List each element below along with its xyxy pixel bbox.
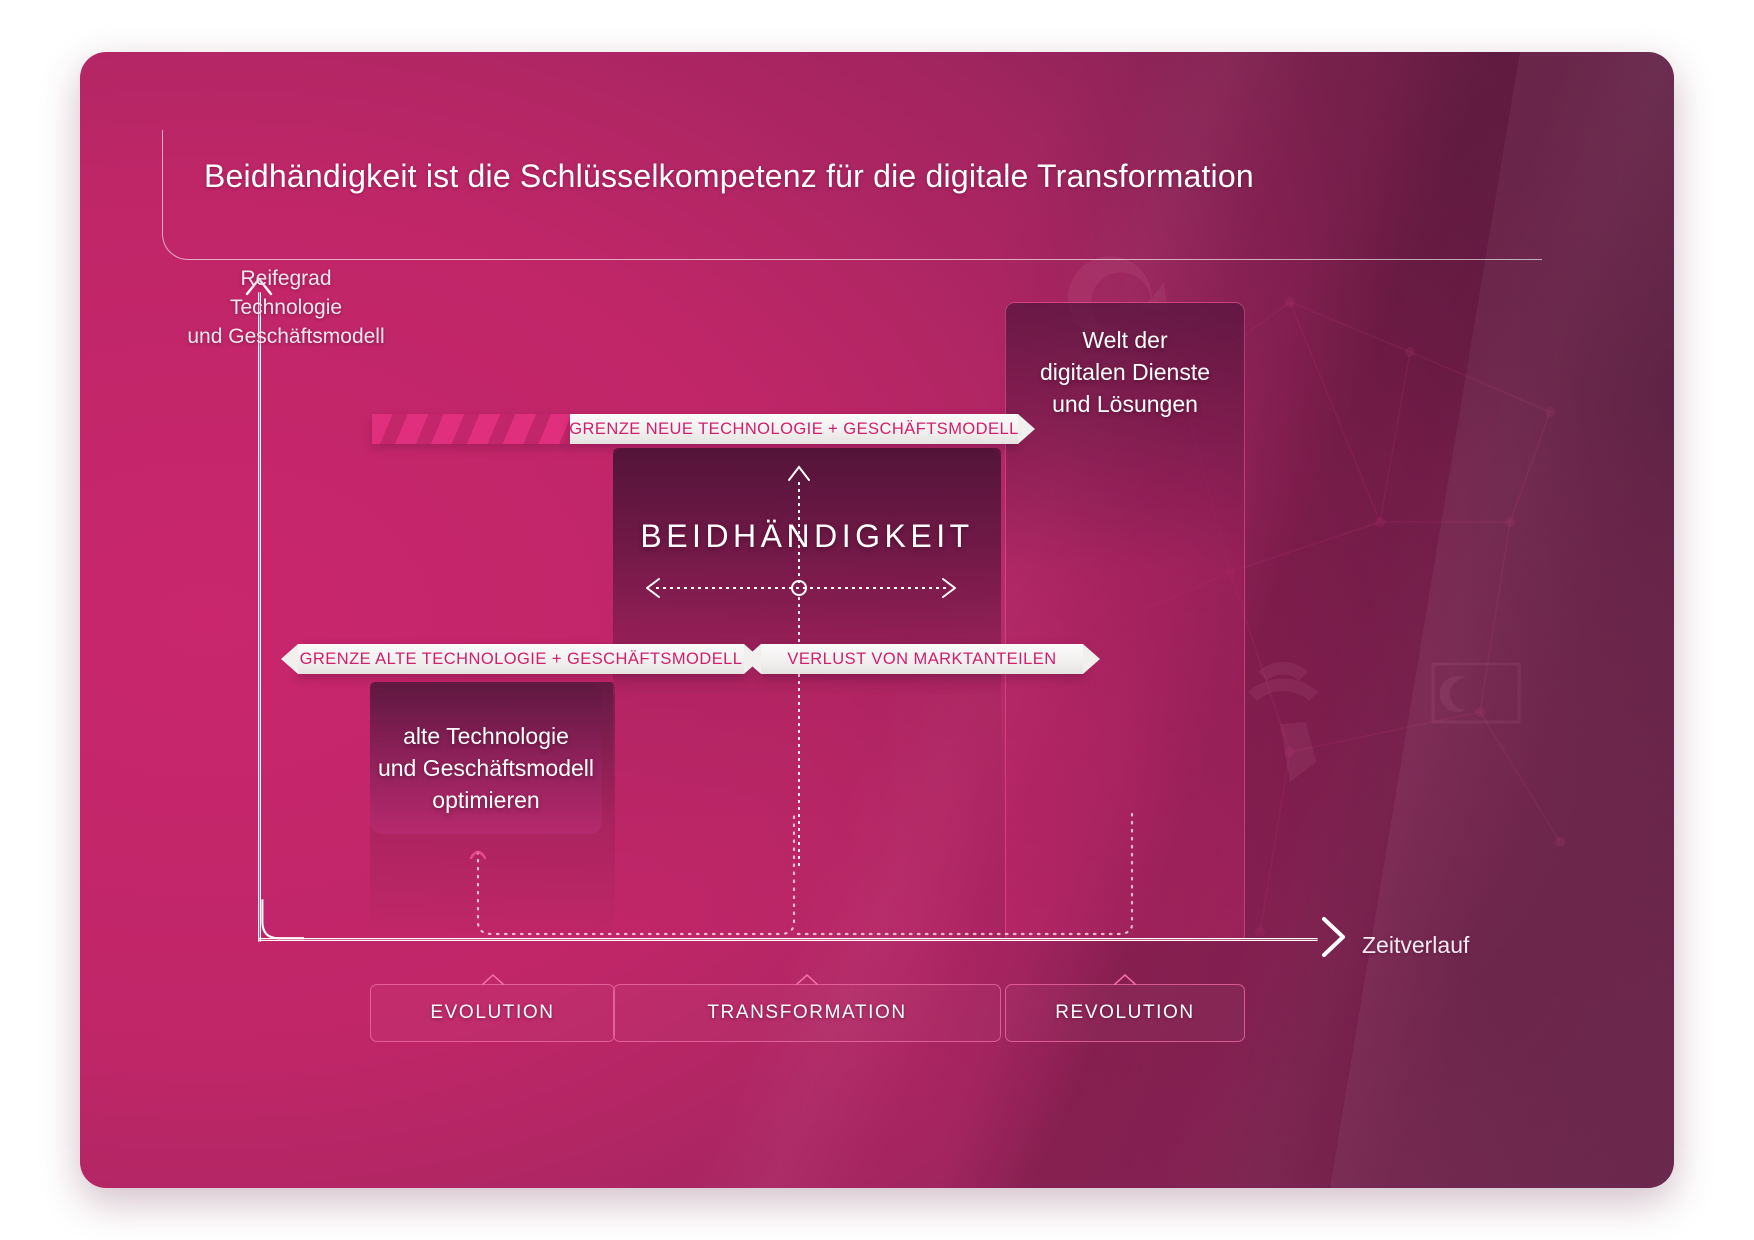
- banner-old-technology-boundary-label: GRENZE ALTE TECHNOLOGIE + GESCHÄFTSMODEL…: [299, 649, 743, 668]
- title-block: Beidhändigkeit ist die Schlüsselkompeten…: [162, 130, 1542, 260]
- x-axis-line: [258, 938, 1318, 941]
- old-technology-line-1: alte Technologie: [403, 723, 569, 749]
- banner-old-technology-boundary: GRENZE ALTE TECHNOLOGIE + GESCHÄFTSMODEL…: [281, 644, 761, 674]
- digital-world-line-3: und Lösungen: [1052, 391, 1198, 417]
- digital-world-line-2: digitalen Dienste: [1039, 359, 1211, 385]
- chip-notch-icon: [1114, 974, 1136, 985]
- phase-chip-transformation[interactable]: TRANSFORMATION: [613, 974, 1001, 1042]
- y-axis-line: [258, 292, 261, 942]
- phase-chip-transformation-label: TRANSFORMATION: [707, 1002, 907, 1023]
- ambidexterity-vertical-dotted-line-lower: [798, 595, 800, 867]
- arrow-up-icon: [245, 277, 273, 296]
- phase-chip-revolution[interactable]: REVOLUTION: [1005, 974, 1245, 1042]
- banner-arrow-tail: [281, 644, 298, 674]
- phase-connector-dotted-path: [469, 812, 1134, 936]
- old-technology-line-2: und Geschäftsmodell: [377, 755, 595, 781]
- ambidexterity-label: BEIDHÄNDIGKEIT: [640, 518, 974, 554]
- y-axis-label-line-1: Reifegrad: [240, 267, 332, 290]
- ambidexterity-vertical-dotted-line: [798, 480, 800, 584]
- chip-notch-icon: [481, 974, 504, 985]
- arrow-up-small-icon: [788, 465, 810, 481]
- banner-market-share-loss-label: VERLUST VON MARKTANTEILEN: [787, 649, 1057, 668]
- banner-new-technology-boundary-label: GRENZE NEUE TECHNOLOGIE + GESCHÄFTSMODEL…: [569, 419, 1019, 438]
- old-technology-line-3: optimieren: [432, 787, 540, 813]
- title-bracket-rule: [162, 130, 1542, 260]
- banner-arrow-tip: [1083, 644, 1100, 674]
- axis-origin-corner: [261, 899, 304, 940]
- digital-world-box-text: Welt der digitalen Dienste und Lösungen: [1005, 324, 1245, 420]
- banner-arrow-tip: [1018, 414, 1035, 444]
- x-axis-label: Zeitverlauf: [1362, 932, 1470, 958]
- digital-world-line-1: Welt der: [1082, 327, 1168, 353]
- y-axis-label-line-3: und Geschäftsmodell: [187, 325, 385, 348]
- y-axis-label-line-2: Technologie: [229, 296, 343, 319]
- node-circle-icon: [791, 580, 807, 596]
- y-axis-label: Reifegrad Technologie und Geschäftsmodel…: [146, 264, 426, 351]
- hatched-stripes-icon: [372, 414, 570, 444]
- chevron-right-icon: [1322, 917, 1345, 957]
- infographic-card: Beidhändigkeit ist die Schlüsselkompeten…: [80, 52, 1674, 1188]
- banner-market-share-loss: VERLUST VON MARKTANTEILEN: [744, 644, 1100, 674]
- banner-new-technology-boundary: GRENZE NEUE TECHNOLOGIE + GESCHÄFTSMODEL…: [569, 414, 1035, 444]
- phase-chip-evolution[interactable]: EVOLUTION: [370, 974, 615, 1042]
- column-revolution: [1005, 302, 1245, 940]
- old-technology-box-text: alte Technologie und Geschäftsmodell opt…: [370, 720, 602, 816]
- phase-chip-revolution-label: REVOLUTION: [1055, 1002, 1195, 1023]
- banner-arrow-tail: [744, 644, 761, 674]
- chip-notch-icon: [796, 974, 818, 985]
- phase-chip-evolution-label: EVOLUTION: [430, 1002, 555, 1023]
- arrow-left-small-icon: [646, 578, 660, 598]
- old-technology-box: [370, 684, 602, 834]
- page-title: Beidhändigkeit ist die Schlüsselkompeten…: [204, 158, 1254, 194]
- arrow-right-small-icon: [942, 578, 956, 598]
